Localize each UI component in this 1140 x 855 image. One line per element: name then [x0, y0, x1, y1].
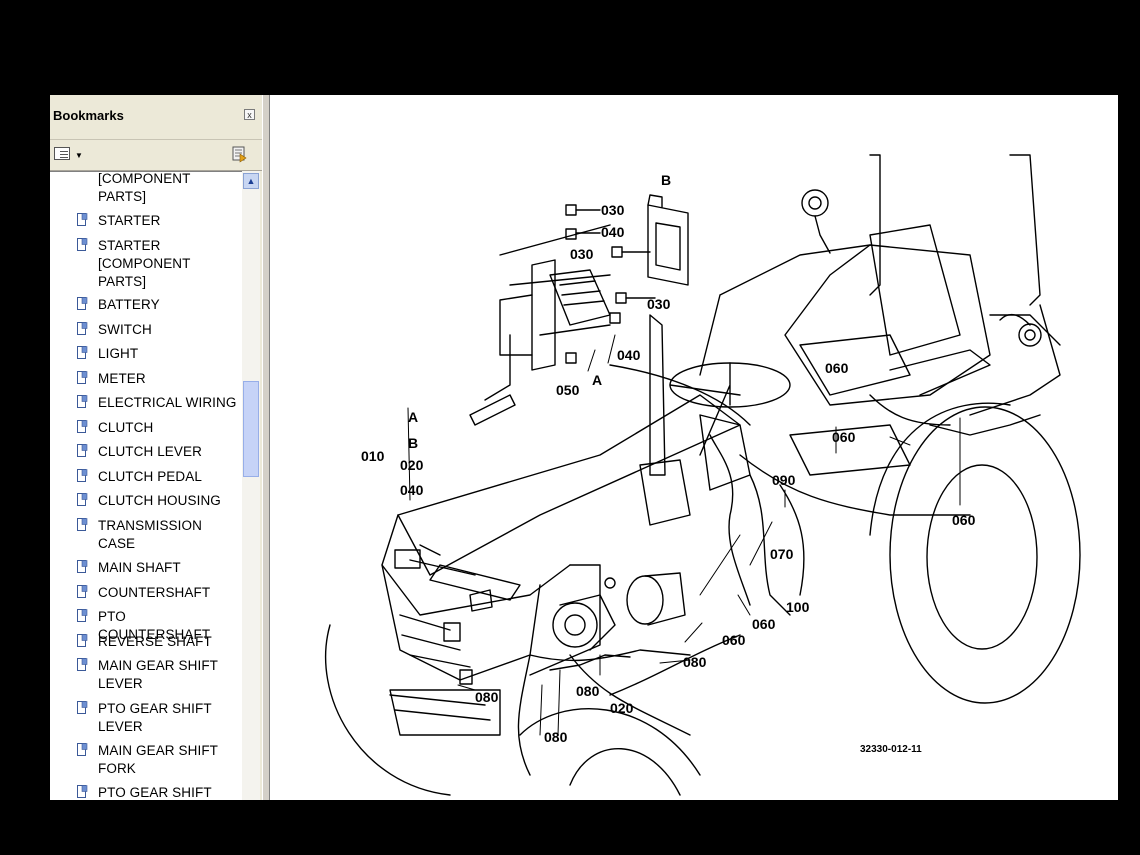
bookmark-page-icon	[77, 743, 88, 756]
bookmark-page-icon	[77, 395, 88, 408]
bookmarks-toolbar: ▼	[50, 140, 262, 171]
bookmark-page-icon	[77, 469, 88, 482]
callout-label: 020	[400, 457, 424, 473]
bookmark-label: CLUTCH	[98, 420, 154, 435]
callout-label: B	[661, 172, 671, 188]
fusebox-part-b	[647, 194, 689, 286]
callout-label: 040	[601, 224, 625, 240]
callout-label: 080	[475, 689, 499, 705]
callout-label: 100	[786, 599, 810, 615]
bookmark-page-icon	[77, 420, 88, 433]
callout-label: 070	[770, 546, 794, 562]
callout-label: 060	[722, 632, 746, 648]
engine-components	[529, 572, 691, 671]
options-menu-button[interactable]: ▼	[54, 147, 84, 163]
bookmark-label: BATTERY	[98, 297, 160, 312]
bookmarks-title: Bookmarks	[53, 108, 124, 123]
vertical-scrollbar[interactable]: ▲	[242, 171, 260, 800]
bookmark-page-icon	[77, 634, 88, 647]
bookmark-page-icon	[77, 346, 88, 359]
bookmark-label: CLUTCH HOUSING	[98, 493, 221, 508]
bookmark-page-icon	[77, 444, 88, 457]
bookmark-label: COUNTERSHAFT	[98, 585, 211, 600]
bookmark-page-icon	[77, 238, 88, 251]
bookmark-page-icon	[77, 493, 88, 506]
bookmark-label: CLUTCH PEDAL	[98, 469, 202, 484]
callout-label: 040	[617, 347, 641, 363]
bookmark-page-icon	[77, 518, 88, 531]
callout-label: 030	[570, 246, 594, 262]
bookmark-label: MAIN GEAR SHIFT LEVER	[98, 658, 219, 691]
callout-label: 050	[556, 382, 580, 398]
chevron-down-icon: ▼	[75, 151, 83, 160]
bookmark-label: [COMPONENT PARTS]	[98, 171, 191, 204]
hood	[381, 394, 741, 736]
bookmark-label: METER	[98, 371, 146, 386]
scrollbar-thumb[interactable]	[243, 381, 259, 477]
bookmark-label: SWITCH	[98, 322, 152, 337]
bookmark-label: CLUTCH LEVER	[98, 444, 202, 459]
wiring-diagram: 030 040 030 030 040 050 A B 010 A B 020 …	[325, 154, 1081, 796]
bookmarks-panel: Bookmarks x ▼ [COMPONENT PARTS] STARTER ST…	[50, 95, 263, 800]
callout-label: A	[592, 372, 602, 388]
callout-label: 080	[576, 683, 600, 699]
rops-frame	[801, 154, 1061, 416]
bookmark-page-icon	[77, 609, 88, 622]
expand-bookmark-button[interactable]	[230, 145, 250, 163]
callout-label: B	[408, 435, 418, 451]
callout-label: 080	[544, 729, 568, 745]
bookmark-page-icon	[77, 560, 88, 573]
bookmark-label: STARTER [COMPONENT PARTS]	[98, 238, 191, 289]
front-tire	[325, 624, 701, 796]
callout-label: 040	[400, 482, 424, 498]
bookmark-label: REVERSE SHAFT	[98, 634, 212, 649]
bookmark-label: MAIN GEAR SHIFT FORK	[98, 743, 219, 776]
bookmark-label: LIGHT	[98, 346, 139, 361]
close-panel-button[interactable]: x	[244, 109, 255, 120]
callout-label: 090	[772, 472, 796, 488]
bookmark-page-icon	[77, 297, 88, 310]
callout-label: A	[408, 409, 418, 425]
wiring-harness	[517, 364, 1041, 776]
options-menu-icon	[54, 147, 70, 160]
callout-label: 060	[832, 429, 856, 445]
leader-lines	[407, 334, 961, 736]
fusebox-part-a	[469, 204, 656, 426]
bookmark-page-icon	[77, 658, 88, 671]
callout-label: 020	[610, 700, 634, 716]
bookmark-label: TRANSMISSION CASE	[98, 518, 202, 551]
bookmark-label: PTO GEAR SHIFT LEVER	[98, 701, 212, 734]
callout-label: 030	[601, 202, 625, 218]
bookmark-label: PTO GEAR SHIFT	[98, 785, 212, 800]
bookmark-page-icon	[77, 785, 88, 798]
callout-label: 060	[752, 616, 776, 632]
callout-label: 060	[952, 512, 976, 528]
bookmark-page-icon	[77, 701, 88, 714]
rear-tire	[869, 402, 1081, 704]
callout-label: 030	[647, 296, 671, 312]
front-grille	[394, 549, 493, 685]
bookmark-page-icon	[77, 585, 88, 598]
steering-wheel	[639, 314, 791, 526]
bookmark-label: MAIN SHAFT	[98, 560, 181, 575]
document-page: 030 040 030 030 040 050 A B 010 A B 020 …	[270, 95, 1118, 800]
callout-label: 010	[361, 448, 385, 464]
seat	[699, 224, 991, 476]
callout-label: 080	[683, 654, 707, 670]
bookmark-label: STARTER	[98, 213, 161, 228]
figure-id-label: 32330-012-11	[860, 744, 922, 755]
bookmark-list[interactable]: [COMPONENT PARTS] STARTER STARTER [COMPONE…	[50, 171, 242, 800]
bookmarks-header: Bookmarks x	[50, 95, 262, 140]
callout-label: 060	[825, 360, 849, 376]
bookmark-page-icon	[77, 213, 88, 226]
bookmark-page-icon	[77, 322, 88, 335]
bookmark-label: PTO COUNTERSHAFT	[98, 609, 211, 642]
expand-bookmark-icon	[232, 146, 247, 163]
scroll-up-arrow-icon[interactable]: ▲	[243, 173, 259, 189]
bookmark-page-icon	[77, 371, 88, 384]
panel-splitter[interactable]	[262, 95, 270, 800]
bookmark-label: ELECTRICAL WIRING	[98, 395, 237, 410]
